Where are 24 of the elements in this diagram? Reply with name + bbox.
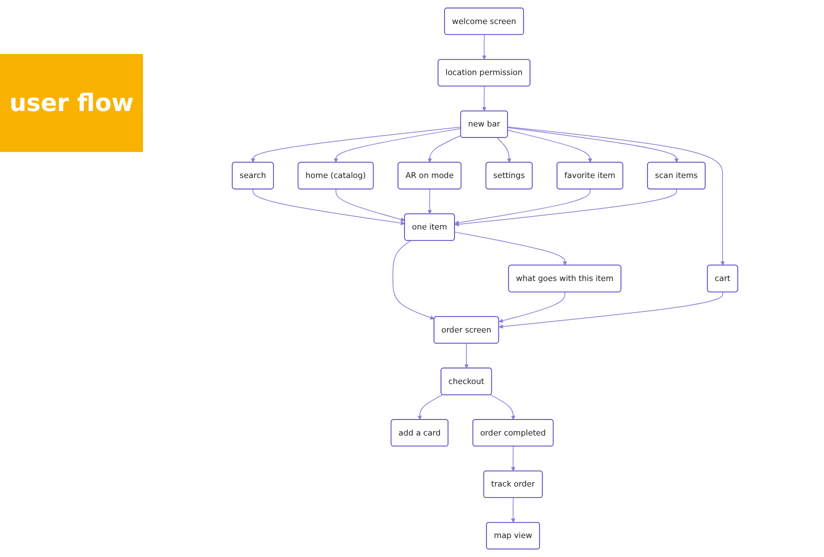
arrow (507, 130, 592, 163)
arrow (507, 126, 725, 266)
arrow (464, 343, 469, 368)
arrow (418, 394, 444, 420)
arrow (454, 232, 568, 266)
arrow (498, 292, 566, 323)
arrow (496, 137, 512, 163)
arrow (428, 188, 432, 214)
arrow (490, 394, 516, 420)
arrow (498, 292, 724, 329)
arrow (250, 126, 462, 163)
arrow (454, 188, 677, 226)
arrow (482, 86, 486, 112)
arrow (252, 188, 406, 226)
title-banner: user flow (0, 54, 143, 152)
arrow (482, 34, 486, 60)
arrow (511, 497, 516, 523)
arrow (511, 446, 516, 472)
arrow (454, 188, 590, 225)
arrow (334, 128, 462, 163)
arrow (428, 135, 462, 163)
arrow (507, 127, 679, 163)
arrow (392, 240, 434, 320)
arrow (336, 188, 406, 222)
